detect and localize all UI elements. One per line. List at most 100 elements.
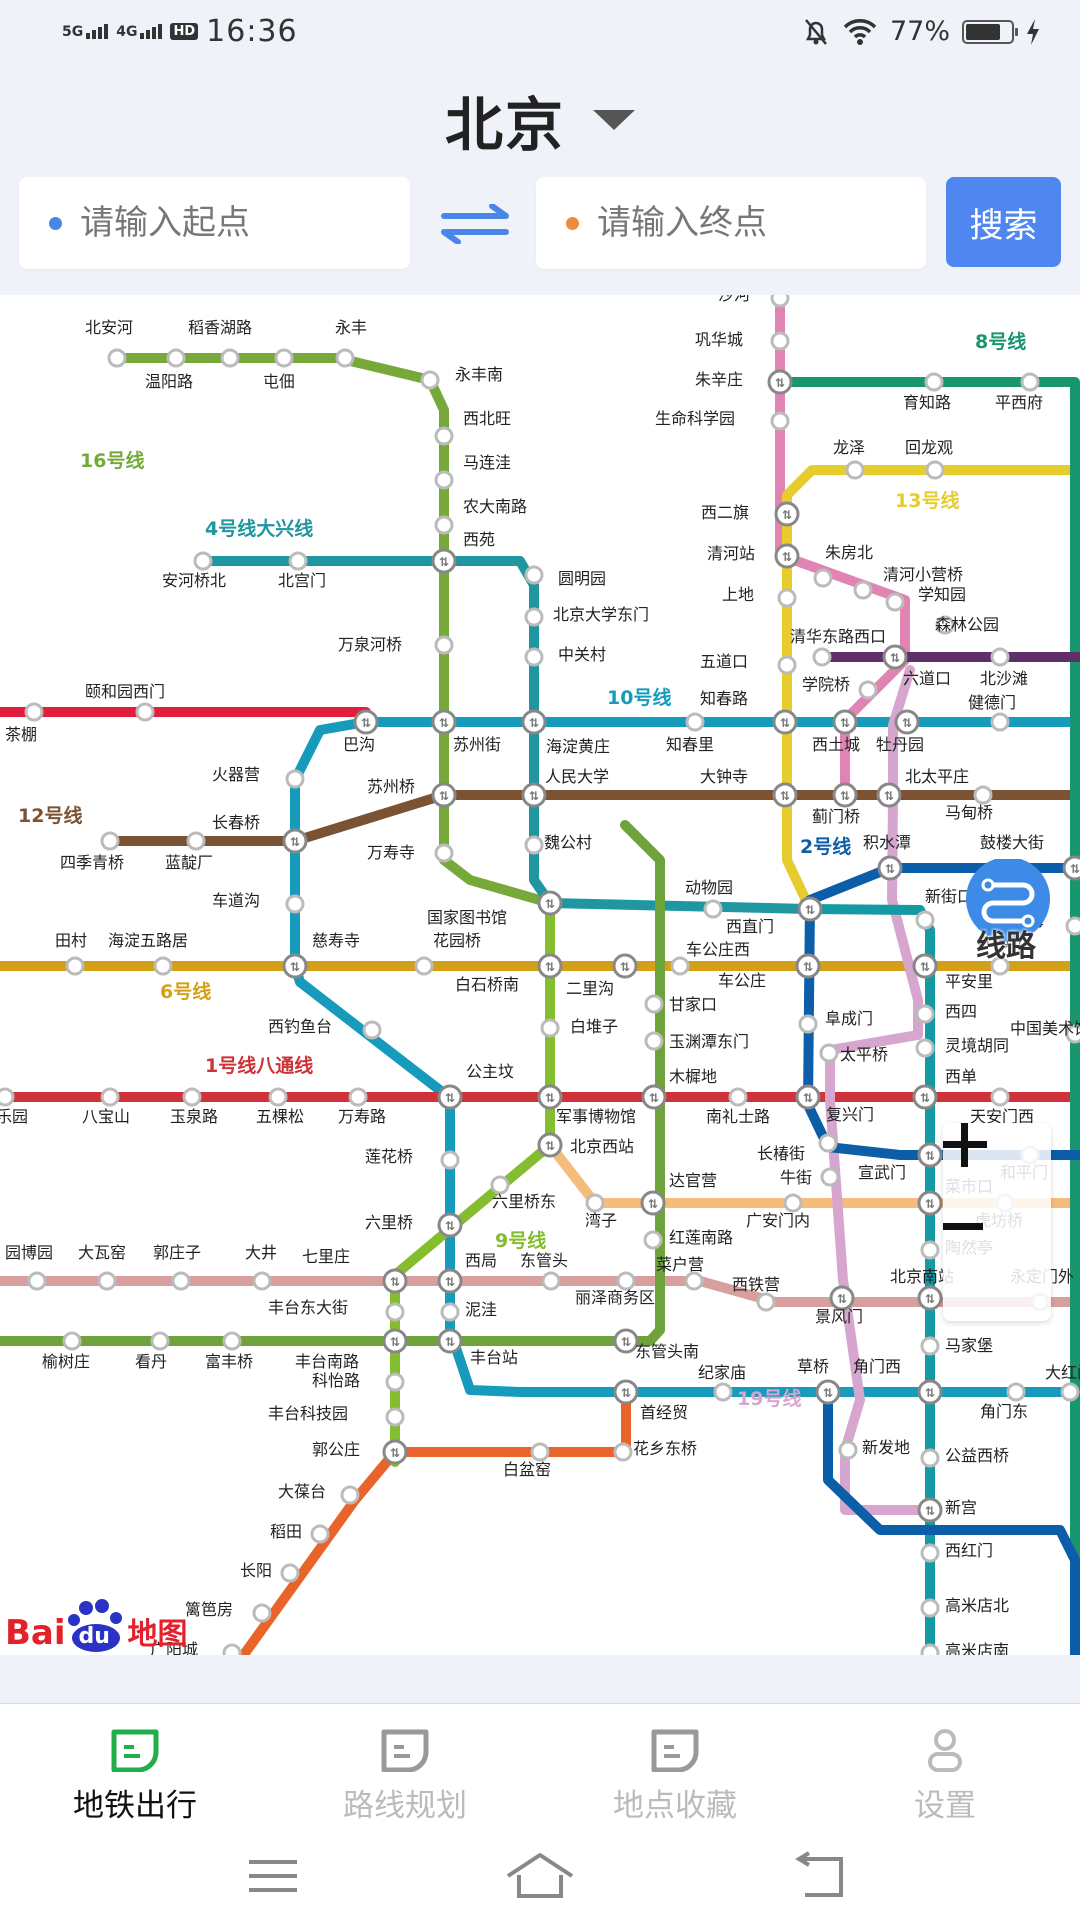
station[interactable]: 沙河 bbox=[718, 295, 790, 308]
station[interactable]: 万寿寺 bbox=[367, 843, 454, 863]
back-icon[interactable] bbox=[795, 1851, 855, 1901]
station[interactable]: 龙泽 bbox=[833, 438, 865, 480]
station[interactable]: 四季青桥 bbox=[60, 831, 124, 872]
station[interactable]: 稻香湖路 bbox=[188, 318, 252, 368]
transfer-station[interactable]: ⇅苏州街 bbox=[431, 709, 501, 754]
station[interactable]: 看丹 bbox=[135, 1331, 170, 1371]
station[interactable]: 蓝靛厂 bbox=[165, 831, 213, 872]
station[interactable]: 知春里 bbox=[666, 712, 714, 754]
transfer-station[interactable]: ⇅丰台站 bbox=[437, 1328, 518, 1367]
station[interactable]: 六道口 bbox=[812, 647, 951, 688]
tab-favorites[interactable]: 地点收藏 bbox=[540, 1704, 810, 1834]
metro-line[interactable] bbox=[290, 717, 1080, 1397]
station[interactable]: 牛街 bbox=[780, 1167, 840, 1187]
station[interactable]: 白盆窑 bbox=[503, 1442, 551, 1479]
station[interactable]: 茶棚 bbox=[5, 702, 44, 744]
metro-map-canvas[interactable]: 16号线4号线大兴线10号线12号线6号线1号线八通线9号线19号线13号线8号… bbox=[0, 295, 1080, 1655]
station[interactable]: 阜成门 bbox=[798, 1009, 873, 1034]
end-input-container[interactable] bbox=[536, 177, 926, 269]
transfer-station[interactable]: ⇅朱辛庄 bbox=[695, 369, 793, 395]
transfer-station[interactable]: ⇅清华东路西口 bbox=[790, 627, 908, 670]
station[interactable]: 广阳城 bbox=[150, 1640, 242, 1655]
station[interactable]: 太平桥 bbox=[819, 1043, 888, 1064]
station[interactable]: 永丰 bbox=[335, 318, 367, 368]
transfer-station[interactable]: ⇅首经贸 bbox=[613, 1379, 688, 1422]
transfer-station[interactable]: ⇅丰台南路 bbox=[295, 1328, 408, 1371]
station[interactable]: 丰台东大街 bbox=[268, 1298, 405, 1322]
station[interactable]: 稻田 bbox=[270, 1522, 330, 1544]
transfer-station[interactable]: ⇅知春路 bbox=[700, 689, 798, 735]
transfer-station[interactable]: ⇅海淀黄庄 bbox=[521, 709, 610, 756]
transfer-station[interactable]: ⇅积水潭 bbox=[863, 833, 911, 881]
transfer-station[interactable]: ⇅宣武门 bbox=[858, 1142, 943, 1182]
tab-subway[interactable]: 地铁出行 bbox=[0, 1704, 270, 1834]
station[interactable]: 屯佃 bbox=[263, 348, 295, 391]
station[interactable]: 玉泉路 bbox=[170, 1087, 218, 1126]
station[interactable]: 长阳 bbox=[240, 1561, 300, 1583]
station[interactable]: 健德门 bbox=[968, 693, 1016, 732]
transfer-station[interactable]: ⇅蓟门桥 bbox=[812, 782, 860, 826]
station[interactable]: 温阳路 bbox=[145, 348, 193, 391]
transfer-station[interactable]: ⇅西苑 bbox=[431, 530, 495, 574]
station[interactable]: 北宫门 bbox=[278, 551, 326, 590]
transfer-station[interactable]: ⇅西土城 bbox=[812, 709, 860, 754]
station[interactable]: 花乡东桥 bbox=[613, 1439, 697, 1462]
station[interactable]: 玉渊潭东门 bbox=[644, 1031, 749, 1051]
station[interactable]: 花园桥 bbox=[414, 931, 481, 976]
transfer-station[interactable]: ⇅人民大学 bbox=[521, 767, 609, 808]
station[interactable]: 郭庄子 bbox=[153, 1243, 201, 1291]
transfer-station[interactable]: ⇅清河站 bbox=[707, 543, 800, 569]
transfer-station[interactable]: ⇅达官营 bbox=[640, 1171, 717, 1216]
transfer-station[interactable]: ⇅白石桥南 bbox=[455, 953, 563, 994]
station[interactable]: 安河桥北 bbox=[162, 551, 226, 590]
station[interactable]: 马甸桥 bbox=[945, 785, 993, 822]
station[interactable]: 万泉河桥 bbox=[338, 635, 454, 655]
station[interactable]: 森林公园 bbox=[935, 615, 999, 635]
station[interactable]: 六里桥东 bbox=[490, 1175, 556, 1211]
station[interactable]: 西钓鱼台 bbox=[268, 1017, 382, 1040]
transfer-station[interactable]: ⇅牡丹园 bbox=[876, 709, 924, 754]
station[interactable]: 西铁营 bbox=[732, 1275, 780, 1312]
station[interactable]: 五棵松 bbox=[256, 1087, 304, 1126]
route-lines-button[interactable]: 线路 bbox=[953, 859, 1063, 965]
station[interactable]: 学院桥 bbox=[802, 675, 878, 700]
station[interactable]: 甘家口 bbox=[644, 994, 717, 1014]
transfer-station[interactable]: ⇅西局 bbox=[437, 1251, 497, 1294]
station[interactable]: 湾子 bbox=[585, 1193, 617, 1230]
transfer-station[interactable]: ⇅鼓楼大街 bbox=[980, 833, 1080, 881]
transfer-station[interactable]: ⇅慈寿寺 bbox=[282, 931, 360, 979]
station[interactable]: 圆明园 bbox=[524, 565, 606, 588]
station[interactable]: 天安门西 bbox=[970, 1087, 1034, 1126]
station[interactable]: 田村 bbox=[55, 931, 87, 976]
station[interactable]: 农大南路 bbox=[434, 497, 527, 535]
station[interactable]: 车道沟 bbox=[212, 891, 305, 914]
zoom-out-button[interactable] bbox=[943, 1222, 1051, 1321]
station[interactable]: 大葆台 bbox=[278, 1482, 360, 1505]
station[interactable]: 高米店北 bbox=[920, 1596, 1009, 1618]
station[interactable]: 西红门 bbox=[920, 1541, 993, 1563]
station[interactable]: 泥洼 bbox=[440, 1300, 497, 1322]
station[interactable]: 动物园 bbox=[685, 878, 733, 919]
station[interactable]: 中国美术馆 bbox=[1010, 1019, 1080, 1044]
station[interactable]: 颐和园西门 bbox=[85, 682, 165, 722]
zoom-in-button[interactable] bbox=[943, 1123, 1051, 1222]
station[interactable]: 北沙滩 bbox=[980, 647, 1028, 688]
transfer-station[interactable]: ⇅二里沟 bbox=[566, 953, 638, 998]
transfer-station[interactable]: ⇅六里桥 bbox=[365, 1212, 463, 1238]
station[interactable]: 八宝山 bbox=[82, 1087, 130, 1126]
station[interactable]: 西四 bbox=[915, 1002, 977, 1024]
station[interactable]: 火器营 bbox=[212, 765, 305, 789]
transfer-station[interactable]: ⇅新宫 bbox=[917, 1497, 977, 1523]
transfer-station[interactable]: ⇅公主坟 bbox=[437, 1062, 514, 1110]
transfer-station[interactable]: ⇅大钟寺 bbox=[700, 767, 798, 808]
transfer-station[interactable]: ⇅巴沟 bbox=[343, 709, 379, 754]
start-input-container[interactable] bbox=[19, 177, 410, 269]
station[interactable]: 纪家庙 bbox=[698, 1363, 746, 1402]
station[interactable]: 红莲南路 bbox=[643, 1228, 733, 1250]
station[interactable]: 永丰南 bbox=[420, 365, 503, 390]
station[interactable]: 菜户营 bbox=[656, 1255, 704, 1291]
transfer-station[interactable]: ⇅七里庄 bbox=[302, 1247, 408, 1294]
station[interactable]: 北安河 bbox=[85, 318, 133, 368]
station[interactable]: 大瓦窑 bbox=[78, 1243, 126, 1291]
station[interactable]: 车公庄西 bbox=[670, 940, 750, 976]
